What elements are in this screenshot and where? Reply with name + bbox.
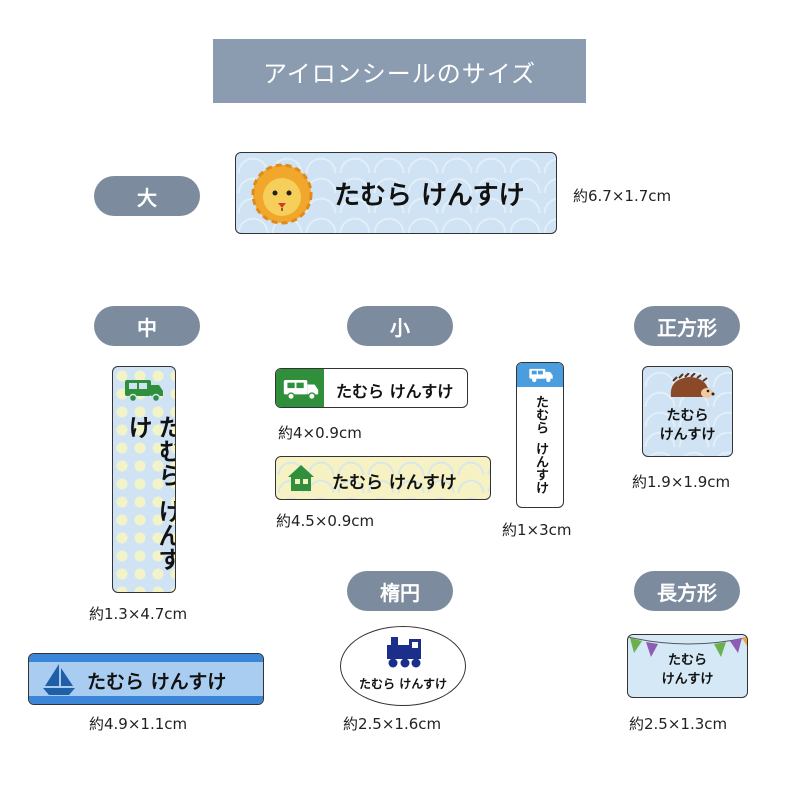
label-small-b: たむら けんすけ (275, 456, 491, 500)
size-text-small-a: 約4×0.9cm (278, 424, 362, 442)
truck-icon (283, 379, 319, 401)
category-pill-oval: 楕円 (347, 571, 453, 611)
category-pill-large: 大 (94, 176, 200, 216)
label-name-given: けんすけ (659, 427, 716, 443)
category-pill-rectangle: 長方形 (634, 571, 740, 611)
category-pill-square: 正方形 (634, 306, 740, 346)
label-square: たむら けんすけ (642, 366, 733, 457)
category-pill-small: 小 (347, 306, 453, 346)
size-text-small-b: 約4.5×0.9cm (276, 512, 375, 530)
label-oval: たむら けんすけ (340, 626, 466, 706)
category-pill-medium: 中 (94, 306, 200, 346)
label-name: たむら けんすけ (359, 677, 447, 691)
train-icon (387, 637, 421, 668)
label-name-given: けんすけ (661, 672, 714, 687)
label-name-family: たむら (154, 415, 176, 487)
house-icon (288, 465, 314, 491)
label-name-vertical: たむらけんすけ (530, 395, 550, 503)
label-name: たむら けんすけ (334, 181, 525, 211)
page-title: アイロンシールのサイズ (213, 39, 586, 103)
sailboat-icon (43, 664, 75, 695)
label-small-a: たむら けんすけ (275, 368, 468, 408)
label-name-family: たむら (667, 653, 707, 668)
label-name-given: けんすけ (533, 442, 548, 494)
label-name: たむら けんすけ (87, 671, 227, 693)
label-name-family: たむら (666, 408, 709, 424)
label-name-family: たむら (533, 395, 548, 434)
label-large: たむら けんすけ (235, 152, 557, 234)
truck-icon (529, 368, 553, 383)
label-medium: たむらけんすけ (112, 366, 176, 593)
size-text-oval: 約2.5×1.6cm (343, 715, 442, 733)
label-name-given: けんすけ (124, 415, 176, 571)
label-name: たむら けんすけ (332, 473, 457, 493)
label-wide: たむら けんすけ (28, 653, 264, 705)
label-name-vertical: たむらけんすけ (123, 415, 176, 585)
label-name-stacked: たむら けんすけ (628, 651, 747, 689)
size-text-wide: 約4.9×1.1cm (89, 715, 188, 733)
size-text-large: 約6.7×1.7cm (573, 187, 672, 205)
truck-icon (125, 380, 163, 403)
size-text-rectangle: 約2.5×1.3cm (629, 715, 728, 733)
bunting-icon (628, 636, 747, 657)
label-small-c: たむらけんすけ (516, 362, 564, 508)
hedgehog-icon (670, 373, 715, 398)
size-text-medium: 約1.3×4.7cm (89, 605, 188, 623)
label-rectangle: たむら けんすけ (627, 634, 748, 698)
label-name: たむら けんすけ (336, 382, 454, 401)
label-name-stacked: たむら けんすけ (643, 407, 732, 445)
size-text-square: 約1.9×1.9cm (632, 473, 731, 491)
lion-icon (251, 163, 313, 225)
size-text-small-c: 約1×3cm (502, 521, 572, 539)
